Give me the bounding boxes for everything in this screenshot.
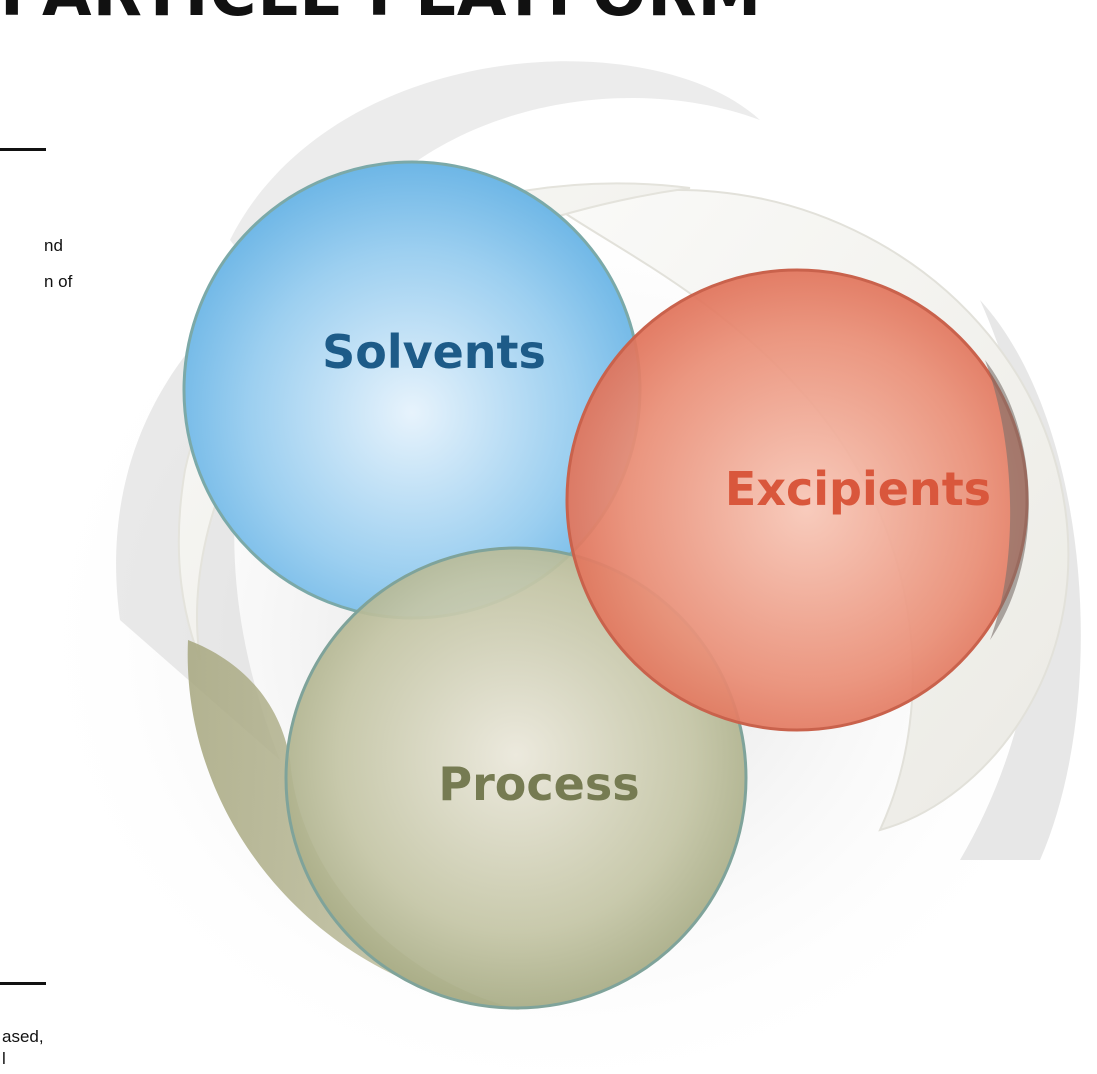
- side-text-bottom-1: ased,: [2, 1027, 44, 1046]
- olive-shadow-band: [187, 640, 520, 1010]
- side-text-top-1: nd: [44, 236, 63, 255]
- swirl-right-shadow: [960, 300, 1081, 860]
- process-label: Process: [438, 757, 639, 811]
- excipients-rim-shadow: [985, 360, 1029, 640]
- excipients-label: Excipients: [725, 462, 991, 516]
- solvents-label: Solvents: [322, 325, 546, 379]
- swirl-top-shadow: [230, 61, 760, 330]
- side-text-top-2: n of: [44, 272, 73, 291]
- bottom-divider: [0, 982, 46, 985]
- process-circle: [284, 546, 748, 1010]
- side-text-bottom-2: l: [2, 1049, 6, 1068]
- page-title: PARTICLE PLATFORM: [0, 0, 761, 26]
- top-divider: [0, 148, 46, 151]
